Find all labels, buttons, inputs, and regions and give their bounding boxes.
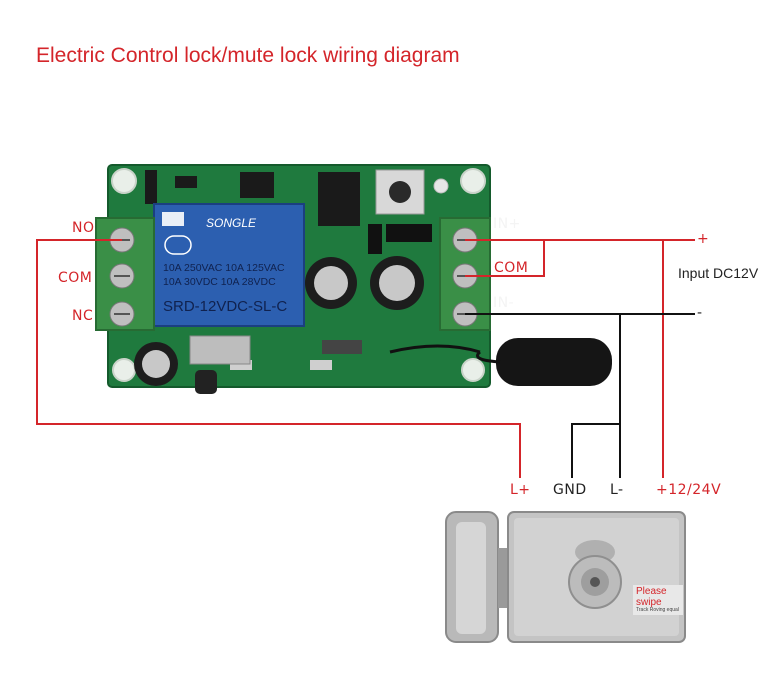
- label-com-power: COM: [494, 260, 529, 276]
- label-nc: NC: [72, 308, 94, 324]
- sticker-line-2: swipe: [636, 597, 662, 608]
- capacitors: [134, 256, 424, 386]
- label-input-dc12v: Input DC12V: [678, 265, 759, 281]
- relay-rating-2: 10A 30VDC 10A 28VDC: [163, 276, 276, 288]
- lock-sticker: Please swipe Track Roving equal: [633, 585, 683, 615]
- power-terminal-block: [439, 217, 491, 331]
- electric-lock: [445, 511, 686, 643]
- label-l-plus: L+: [510, 482, 531, 498]
- label-in-plus: IN+: [493, 216, 521, 232]
- antenna-coil: [389, 338, 612, 386]
- label-no: NO: [72, 220, 95, 236]
- relay: [153, 203, 305, 327]
- relay-brand: SONGLE: [206, 216, 257, 230]
- label-gnd: GND: [553, 482, 587, 498]
- black-wires: [465, 313, 695, 478]
- relay-model: SRD-12VDC-SL-C: [163, 298, 288, 315]
- label-l-minus: L-: [610, 482, 624, 498]
- sticker-line-3: Track Roving equal: [636, 607, 679, 613]
- relay-rating-1: 10A 250VAC 10A 125VAC: [163, 262, 285, 274]
- label-power-plus: +: [697, 231, 710, 247]
- label-power-minus: -: [697, 305, 703, 321]
- label-supply: +12/24V: [656, 482, 722, 498]
- label-com-relay: COM: [58, 270, 93, 286]
- label-in-minus: IN-: [493, 295, 515, 311]
- diagram-title: Electric Control lock/mute lock wiring d…: [36, 44, 460, 67]
- relay-terminal-block: [95, 217, 155, 331]
- sticker-line-1: Please: [636, 586, 667, 597]
- red-wires: [36, 239, 695, 478]
